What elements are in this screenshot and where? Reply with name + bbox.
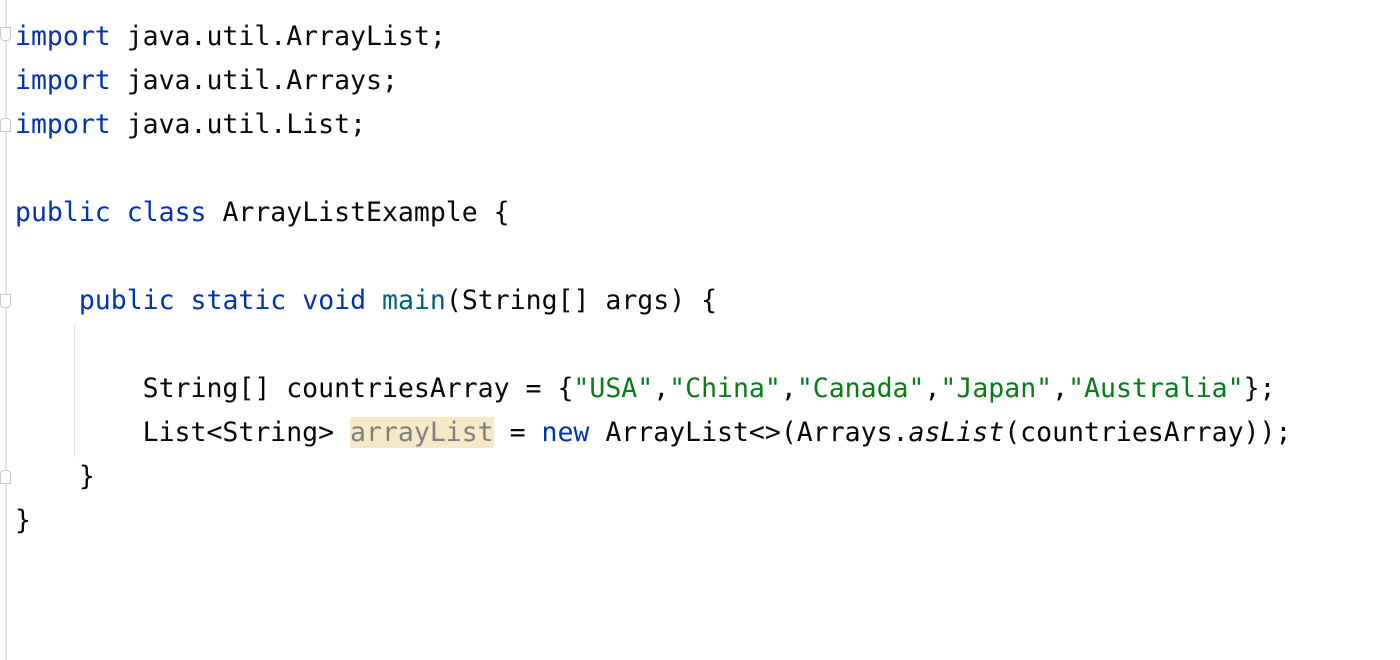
code-line[interactable]: }	[15, 499, 1291, 543]
code-token: ,	[924, 373, 941, 404]
code-token: =	[493, 417, 542, 448]
fold-method-end-icon[interactable]	[0, 470, 11, 484]
code-token: static	[190, 285, 287, 316]
fold-method-start-icon[interactable]	[0, 294, 11, 308]
code-token: import	[15, 21, 111, 52]
code-token: java.util.ArrayList;	[110, 21, 446, 52]
code-token: "Canada"	[796, 373, 925, 404]
code-line[interactable]: import java.util.Arrays;	[15, 59, 1291, 103]
code-token: ,	[780, 373, 797, 404]
fold-imports-end-icon[interactable]	[0, 118, 11, 132]
code-token: arrayList	[350, 417, 494, 448]
editor-gutter	[5, 0, 7, 660]
code-token: main	[382, 285, 446, 316]
code-line[interactable]: public class ArrayListExample {	[15, 191, 1291, 235]
fold-imports-start-icon[interactable]	[0, 27, 11, 41]
code-line[interactable]	[15, 235, 1291, 279]
code-token: "Australia"	[1068, 373, 1244, 404]
code-token: }	[15, 461, 95, 492]
code-token: import	[15, 65, 111, 96]
code-token: };	[1243, 373, 1276, 404]
code-token: "Japan"	[940, 373, 1053, 404]
code-line[interactable]	[15, 147, 1291, 191]
code-token: class	[126, 197, 207, 228]
code-token: "China"	[669, 373, 781, 404]
indent-guide	[74, 325, 75, 457]
code-token: ArrayList<>(Arrays.	[589, 417, 909, 448]
code-token: (countriesArray));	[1004, 417, 1292, 448]
code-token: "USA"	[573, 373, 654, 404]
code-line[interactable]: }	[15, 455, 1291, 499]
code-token: List<String>	[15, 417, 351, 448]
code-editor[interactable]: import java.util.ArrayList;import java.u…	[15, 15, 1291, 543]
code-token: import	[15, 109, 111, 140]
code-token	[366, 285, 382, 316]
code-token: java.util.Arrays;	[110, 65, 398, 96]
code-token	[286, 285, 302, 316]
code-token: new	[541, 417, 590, 448]
code-line[interactable]: import java.util.ArrayList;	[15, 15, 1291, 59]
code-token	[175, 285, 191, 316]
code-token: java.util.List;	[110, 109, 367, 140]
code-line[interactable]: List<String> arrayList = new ArrayList<>…	[15, 411, 1291, 455]
code-token	[111, 197, 127, 228]
code-token: }	[15, 505, 31, 536]
code-line[interactable]: public static void main(String[] args) {	[15, 279, 1291, 323]
code-token: ,	[1052, 373, 1069, 404]
code-token: ,	[653, 373, 670, 404]
code-token: ArrayListExample {	[206, 197, 510, 228]
code-token: asList	[908, 417, 1005, 448]
code-token: public	[78, 285, 175, 316]
code-line[interactable]: import java.util.List;	[15, 103, 1291, 147]
code-token: String[] countriesArray = {	[15, 373, 574, 404]
code-token	[15, 285, 79, 316]
code-token: (String[] args) {	[445, 285, 718, 316]
code-line[interactable]: String[] countriesArray = {"USA","China"…	[15, 367, 1291, 411]
code-token: void	[302, 285, 367, 316]
code-token: public	[15, 197, 111, 228]
code-line[interactable]	[15, 323, 1291, 367]
